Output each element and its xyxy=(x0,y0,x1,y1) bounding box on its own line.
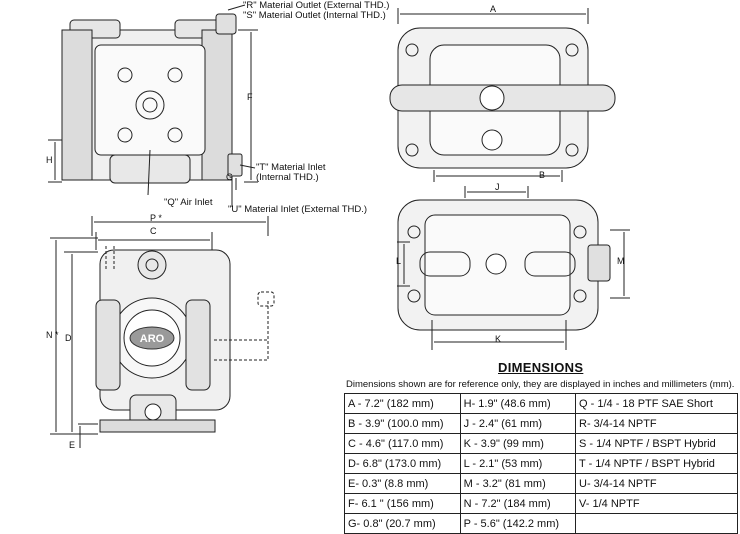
table-row: C - 4.6" (117.0 mm) K - 3.9" (99 mm) S -… xyxy=(344,433,738,454)
table-cell: C - 4.6" (117.0 mm) xyxy=(344,433,461,454)
table-cell: J - 2.4" (61 mm) xyxy=(459,413,577,434)
dim-letter-d: D xyxy=(65,333,72,343)
callout-t-inlet-line1: "T" Material Inlet xyxy=(256,162,326,173)
table-cell: M - 3.2" (81 mm) xyxy=(459,473,577,494)
table-row: G- 0.8" (20.7 mm) P - 5.6" (142.2 mm) xyxy=(344,513,738,534)
table-row: E- 0.3" (8.8 mm) M - 3.2" (81 mm) U- 3/4… xyxy=(344,473,738,494)
pump-bottom-view xyxy=(397,186,630,350)
dimensions-title: DIMENSIONS xyxy=(498,360,584,375)
dim-letter-f: F xyxy=(247,92,253,102)
dim-letter-p: P * xyxy=(150,213,162,223)
table-cell: L - 2.1" (53 mm) xyxy=(459,453,577,474)
dimensions-table: A - 7.2" (182 mm) H- 1.9" (48.6 mm) Q - … xyxy=(344,393,738,534)
dim-letter-e: E xyxy=(69,440,76,450)
callout-t-inlet-line2: (Internal THD.) xyxy=(256,172,319,183)
dim-letter-l: L xyxy=(396,256,402,266)
dim-letter-b: B xyxy=(539,170,546,180)
dimensions-note: Dimensions shown are for reference only,… xyxy=(346,379,735,390)
callout-q-air-inlet: "Q" Air Inlet xyxy=(164,197,213,208)
table-cell: K - 3.9" (99 mm) xyxy=(459,433,577,454)
dim-letter-g: G xyxy=(226,172,234,182)
dim-letter-h: H xyxy=(46,155,53,165)
table-cell: B - 3.9" (100.0 mm) xyxy=(344,413,461,434)
table-cell: P - 5.6" (142.2 mm) xyxy=(459,513,577,534)
table-cell: S - 1/4 NPTF / BSPT Hybrid xyxy=(575,433,738,454)
pump-side-view xyxy=(50,216,275,448)
pump-top-view xyxy=(389,8,616,182)
dim-letter-n: N * xyxy=(46,330,59,340)
table-cell: V- 1/4 NPTF xyxy=(575,493,738,514)
table-row: F- 6.1 " (156 mm) N - 7.2" (184 mm) V- 1… xyxy=(344,493,738,514)
table-cell: T - 1/4 NPTF / BSPT Hybrid xyxy=(575,453,738,474)
table-cell: D- 6.8" (173.0 mm) xyxy=(344,453,461,474)
callout-s-outlet: "S" Material Outlet (Internal THD.) xyxy=(243,10,386,21)
table-cell: A - 7.2" (182 mm) xyxy=(344,393,461,414)
table-cell: Q - 1/4 - 18 PTF SAE Short xyxy=(575,393,738,414)
aro-logo-text: ARO xyxy=(140,333,165,345)
table-cell: H- 1.9" (48.6 mm) xyxy=(459,393,577,414)
table-cell: U- 3/4-14 NPTF xyxy=(575,473,738,494)
table-cell: F- 6.1 " (156 mm) xyxy=(344,493,461,514)
dim-letter-j: J xyxy=(495,182,500,192)
table-row: B - 3.9" (100.0 mm) J - 2.4" (61 mm) R- … xyxy=(344,413,738,434)
callout-u-inlet: "U" Material Inlet (External THD.) xyxy=(228,204,368,215)
table-cell: E- 0.3" (8.8 mm) xyxy=(344,473,461,494)
dim-letter-m: M xyxy=(617,256,625,266)
table-row: A - 7.2" (182 mm) H- 1.9" (48.6 mm) Q - … xyxy=(344,393,738,414)
callout-r-outlet: "R" Material Outlet (External THD.) xyxy=(243,0,390,11)
dim-letter-a: A xyxy=(490,4,497,14)
table-cell: N - 7.2" (184 mm) xyxy=(459,493,577,514)
dim-letter-k: K xyxy=(495,334,502,344)
dim-letter-c: C xyxy=(150,226,157,236)
table-row: D- 6.8" (173.0 mm) L - 2.1" (53 mm) T - … xyxy=(344,453,738,474)
pump-front-view xyxy=(48,4,258,207)
table-cell: R- 3/4-14 NPTF xyxy=(575,413,738,434)
